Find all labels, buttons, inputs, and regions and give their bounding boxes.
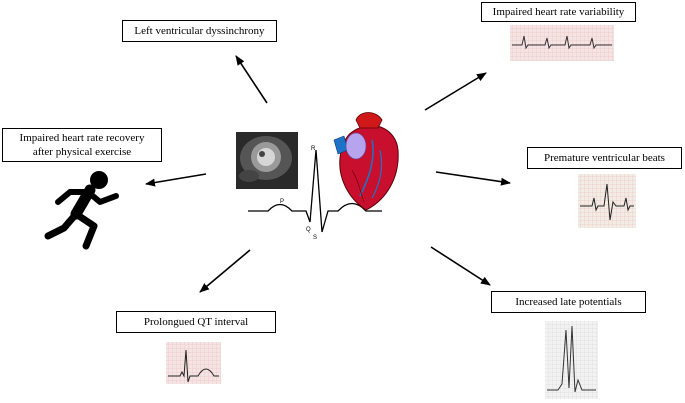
impaired-hrv-box: Impaired heart rate variability [481, 2, 636, 22]
arrow-to-pvb [435, 171, 511, 186]
heart-illustration [333, 112, 399, 211]
ecg-q-label: Q [306, 227, 311, 233]
impaired-hrr-label-line1: Impaired heart rate recovery [19, 132, 145, 144]
late-potentials-box: Increased late potentials [491, 291, 646, 313]
cardiac-mri-image [236, 132, 298, 189]
ecg-s-label: S [313, 235, 317, 241]
premature-ventricular-beats-label: Premature ventricular beats [544, 152, 665, 164]
hrv-ecg-strip [510, 25, 614, 61]
premature-ventricular-beats-box: Premature ventricular beats [527, 147, 682, 169]
arrow-to-late [430, 246, 491, 286]
arrows [145, 55, 511, 293]
prolonged-qt-label: Prolongued QT interval [143, 316, 249, 328]
left-ventricular-dyssynchrony-box: Left ventricular dyssinchrony [122, 20, 277, 42]
central-ecg: P Q R S [248, 146, 382, 241]
arrow-to-hrr [145, 173, 207, 187]
late-potentials-ecg-strip [545, 321, 598, 399]
ecg-r-label: R [311, 146, 316, 152]
impaired-hrr-label-line2: after physical exercise [32, 146, 132, 158]
arrow-to-lvd [235, 55, 268, 104]
impaired-hrv-label: Impaired heart rate variability [492, 6, 625, 18]
left-ventricular-dyssynchrony-label: Left ventricular dyssinchrony [134, 25, 265, 37]
ecg-p-label: P [280, 199, 284, 205]
arrow-to-hrv [424, 72, 487, 111]
arrow-to-qt [199, 249, 251, 293]
late-potentials-label: Increased late potentials [515, 296, 622, 308]
qt-ecg-strip [166, 342, 221, 384]
prolonged-qt-box: Prolongued QT interval [116, 311, 276, 333]
pvb-ecg-strip [578, 174, 636, 228]
running-person-icon [44, 171, 119, 250]
impaired-hrr-box: Impaired heart rate recovery after physi… [2, 128, 162, 162]
